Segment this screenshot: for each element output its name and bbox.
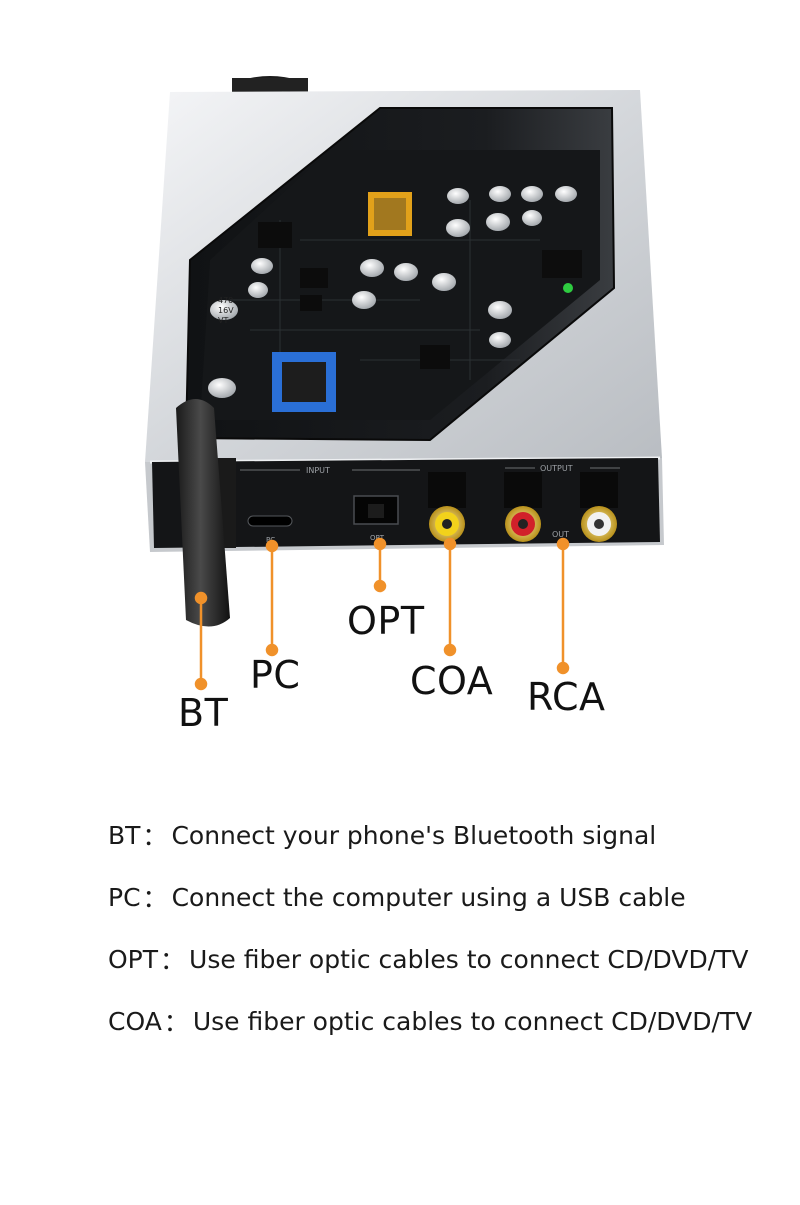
description-separator: ： [163,1008,189,1037]
description-separator: ： [142,884,168,913]
callout-leaders [194,537,570,691]
description-term: OPT [108,944,159,974]
description-row-bt: BT：Connect your phone's Bluetooth signal [108,804,788,866]
description-row-opt: OPT：Use fiber optic cables to connect CD… [108,928,788,990]
panel-input-label: INPUT [306,466,330,475]
callout-bt: BT [178,691,229,735]
description-separator: ： [160,946,186,975]
description-term: COA [108,1006,162,1036]
rca-white-jack [580,472,618,542]
capacitor-array [208,186,577,398]
circuit-board: 470 16V VT [208,186,582,412]
callout-rca: RCA [527,675,606,719]
bluetooth-antenna [176,399,236,627]
cap-label-3: VT [218,316,228,325]
port-description-list: BT：Connect your phone's Bluetooth signal… [108,804,788,1052]
description-text: Use fiber optic cables to connect CD/DVD… [192,1006,753,1036]
callout-coa: COA [410,659,494,703]
description-text: Use fiber optic cables to connect CD/DVD… [189,944,749,974]
front-panel: INPUT OUTPUT PC OPT OUT [152,458,660,548]
description-term: PC [108,882,141,912]
description-row-coa: COA：Use fiber optic cables to connect CD… [108,990,788,1052]
usb-port [247,515,293,527]
rca-red-jack [504,472,542,542]
panel-output-label: OUTPUT [540,464,573,473]
description-text: Connect the computer using a USB cable [171,882,686,912]
callout-opt: OPT [347,599,425,643]
cap-label-2: 16V [218,306,234,315]
cap-label-1: 470 [218,296,233,305]
status-led [563,283,573,293]
product-photo: 470 16V VT INPUT OUTPUT PC OPT [145,76,664,691]
description-text: Connect your phone's Bluetooth signal [171,820,657,850]
description-separator: ： [142,822,168,851]
panel-opt-label: OPT [370,534,385,542]
description-row-pc: PC：Connect the computer using a USB cabl… [108,866,788,928]
description-term: BT [108,820,141,850]
rca-coaxial-jack [428,472,466,542]
panel-out-label: OUT [552,530,569,539]
callout-pc: PC [250,653,301,697]
